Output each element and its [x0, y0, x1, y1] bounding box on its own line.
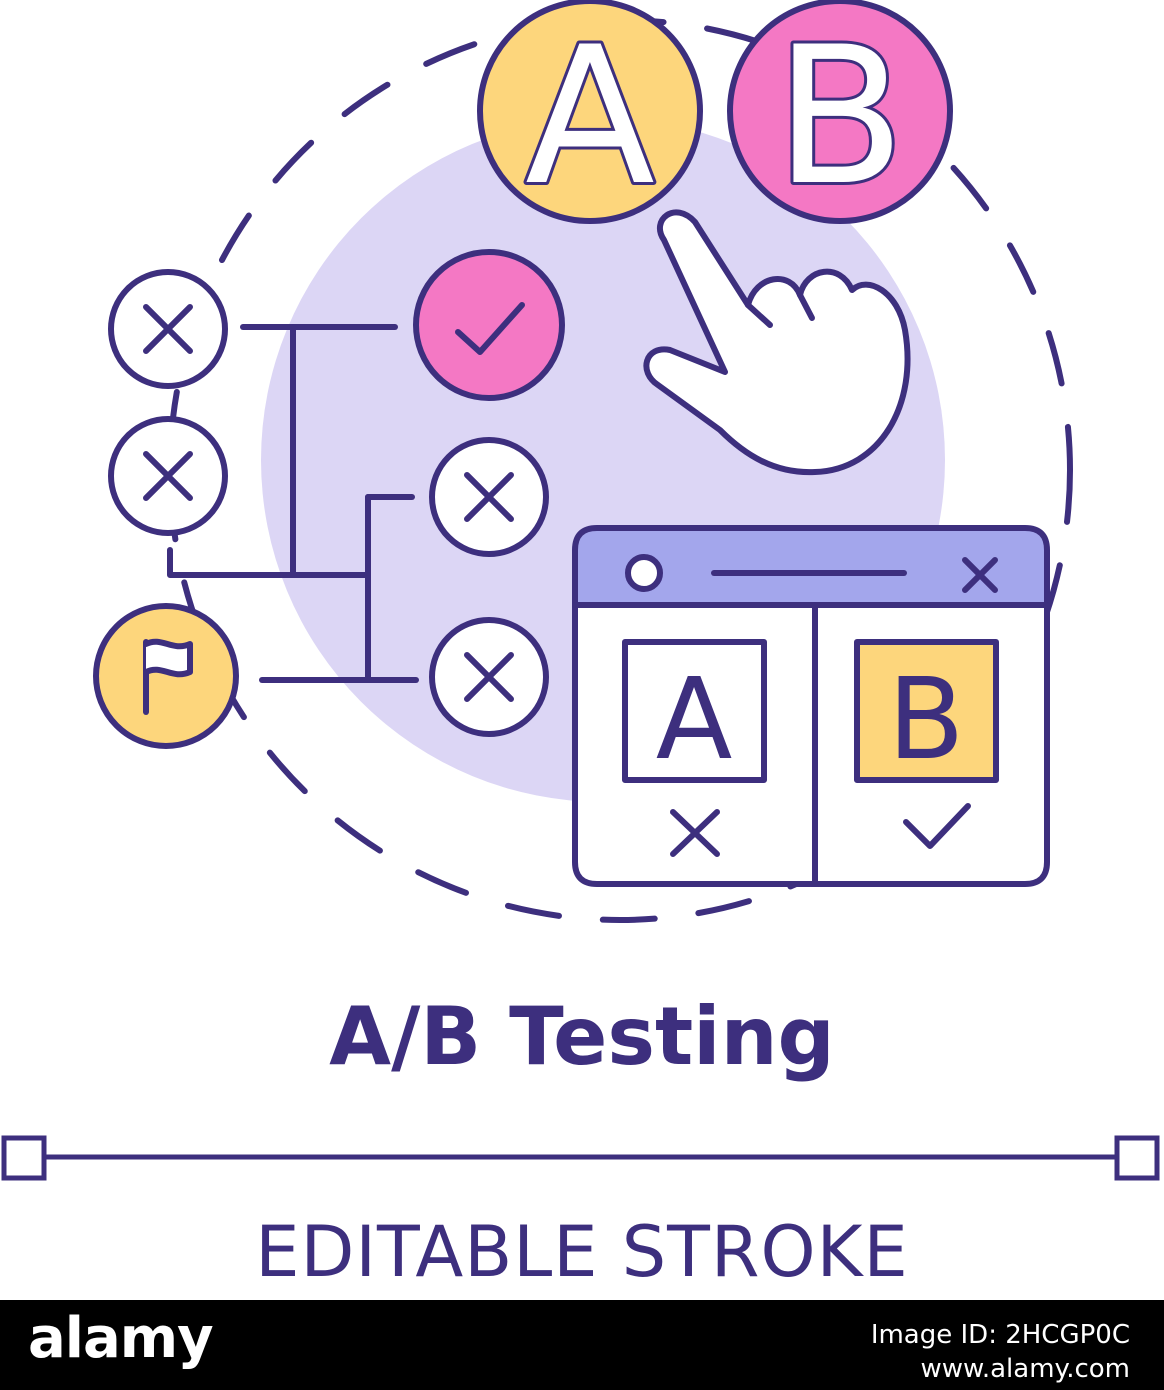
panel-a-letter: A — [656, 655, 733, 785]
editable-stroke-line — [1, 1135, 1160, 1181]
x-circle-icon — [108, 416, 228, 536]
x-circle-icon — [108, 269, 228, 389]
panel-b-check-icon — [903, 803, 971, 849]
panel-b-box — [854, 639, 999, 783]
stroke-handle-right — [1114, 1135, 1160, 1181]
window-close-icon — [962, 557, 998, 593]
window-dot-icon — [625, 554, 663, 592]
bubble-b-icon: B — [727, 0, 953, 230]
footer-url: www.alamy.com — [920, 1354, 1130, 1384]
pointing-hand-icon — [643, 209, 911, 476]
x-circle-icon — [429, 617, 549, 737]
decision-tree-connectors — [167, 324, 419, 683]
bubble-b-letter: B — [775, 6, 905, 227]
bubble-a-icon: A — [477, 0, 703, 230]
stroke-handle-left — [1, 1135, 47, 1181]
check-circle-icon — [413, 249, 565, 401]
bubble-a-letter: A — [525, 6, 655, 227]
x-circle-icon — [429, 437, 549, 557]
footer-image-id: Image ID: 2HCGP0C — [870, 1320, 1130, 1350]
flag-circle-icon — [93, 603, 239, 749]
panel-a-box — [622, 639, 767, 783]
panel-b-letter: B — [888, 655, 965, 785]
page-title: A/B Testing — [329, 990, 835, 1083]
browser-window-icon: A B — [572, 525, 1050, 887]
footer-logo: alamy — [28, 1306, 214, 1371]
watermark-footer: alamy Image ID: 2HCGP0C www.alamy.com — [0, 1300, 1164, 1390]
ab-testing-illustration: A B — [93, 0, 1073, 923]
page-subtitle: EDITABLE STROKE — [255, 1211, 909, 1293]
panel-a-x-icon — [670, 809, 720, 857]
